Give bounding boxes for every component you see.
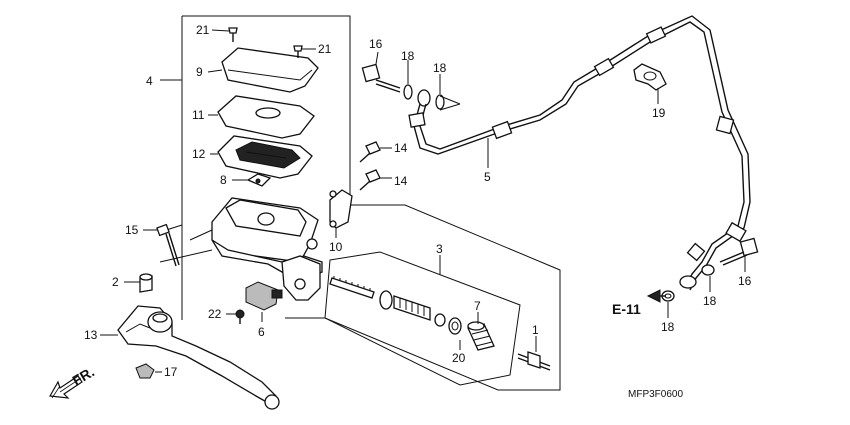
- upper-banjo-fitting: [417, 89, 461, 111]
- clutch-lever: [117, 305, 280, 410]
- circlip: [448, 317, 462, 335]
- callout-15: 15: [125, 223, 139, 237]
- reservoir-float: [246, 173, 272, 187]
- callout-5: 5: [484, 170, 491, 184]
- callout-16-a: 16: [369, 37, 383, 51]
- front-direction-arrow: [49, 375, 83, 399]
- leader-lines: [100, 29, 746, 373]
- callout-18-d: 18: [661, 320, 675, 334]
- master-cylinder-holder: [329, 189, 353, 229]
- upper-sealing-washers: [403, 84, 445, 110]
- callout-20: 20: [452, 351, 466, 365]
- clutch-hose: [408, 15, 751, 291]
- callout-1: 1: [532, 323, 539, 337]
- reference-arrow: [646, 289, 666, 303]
- callout-11: 11: [192, 108, 205, 122]
- callout-16-b: 16: [738, 274, 752, 288]
- callout-22: 22: [208, 307, 222, 321]
- callout-12: 12: [192, 147, 206, 161]
- push-rod: [517, 351, 551, 371]
- callout-19: 19: [652, 106, 666, 120]
- callout-17: 17: [164, 365, 178, 379]
- reference-label: E-11: [612, 301, 641, 317]
- lever-nut: [135, 363, 155, 379]
- pivot-bolt: [156, 223, 180, 267]
- callout-14-a: 14: [394, 141, 408, 155]
- master-cylinder-body: [159, 197, 323, 301]
- callout-6: 6: [258, 325, 265, 339]
- lower-oil-bolt: [719, 237, 759, 266]
- callout-21-b: 21: [318, 42, 332, 56]
- callout-18-a: 18: [401, 49, 415, 63]
- callout-4: 4: [146, 74, 153, 88]
- callout-21-a: 21: [196, 23, 210, 37]
- callout-18-b: 18: [433, 61, 447, 75]
- master-cylinder-group-outline: [159, 15, 561, 391]
- hose-clamp: [633, 63, 667, 91]
- diaphragm: [217, 135, 313, 179]
- callout-18-c: 18: [703, 294, 717, 308]
- callout-7: 7: [474, 299, 481, 313]
- push-rod-boot: [467, 321, 495, 351]
- callout-14-b: 14: [394, 174, 408, 188]
- callout-8: 8: [220, 173, 227, 187]
- callout-10: 10: [329, 240, 343, 254]
- lever-bushing: [139, 273, 153, 293]
- piston-kit-outline: [324, 251, 521, 386]
- callout-9: 9: [196, 65, 203, 79]
- drawing-code: MFP3F0600: [628, 389, 683, 400]
- callout-2: 2: [112, 275, 119, 289]
- upper-oil-bolt: [361, 63, 401, 93]
- callout-13: 13: [84, 328, 98, 342]
- callout-3: 3: [436, 242, 443, 256]
- switch-screw: [235, 309, 245, 324]
- reservoir-cap: [221, 47, 319, 93]
- diaphragm-plate: [217, 95, 315, 139]
- piston-kit-parts: [329, 276, 446, 327]
- clutch-switch: [245, 281, 283, 311]
- cap-screws: [228, 27, 303, 58]
- bolts-14: [359, 141, 381, 191]
